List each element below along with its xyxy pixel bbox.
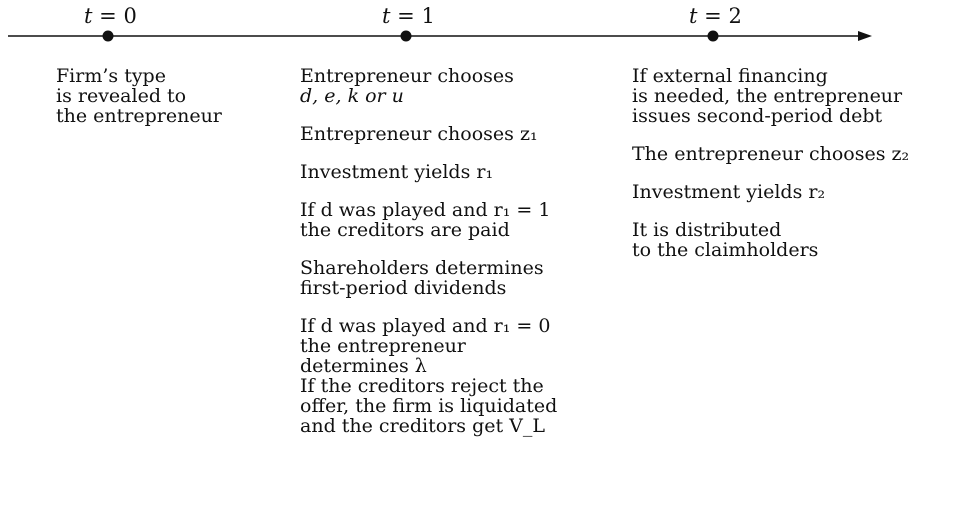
text-line: If d was played and r₁ = 0: [300, 315, 551, 337]
event-yield-r1: Investment yields r₁: [300, 162, 557, 182]
text-line: If external financing: [632, 65, 828, 87]
event-creditors-paid: If d was played and r₁ = 1 the creditors…: [300, 200, 557, 240]
event-choose-z2: The entrepreneur chooses z₂: [632, 144, 909, 164]
event-choose-action: Entrepreneur chooses d, e, k or u: [300, 66, 557, 106]
text-line: the entrepreneur: [56, 105, 222, 127]
column-t1-events: Entrepreneur chooses d, e, k or u Entrep…: [300, 66, 557, 436]
text-line: is revealed to: [56, 85, 187, 107]
text-line: Firm’s type: [56, 65, 166, 87]
text-line: determines λ: [300, 355, 427, 377]
text-line: If d was played and r₁ = 1: [300, 199, 551, 221]
timeline-dot-0: [102, 30, 114, 42]
event-distribution: It is distributed to the claimholders: [632, 220, 909, 260]
text-line: offer, the firm is liquidated: [300, 395, 558, 417]
text-line: Entrepreneur chooses z₁: [300, 123, 538, 145]
text-line: first-period dividends: [300, 277, 507, 299]
time-label-2: t = 2: [689, 4, 742, 28]
time-label-0: t = 0: [84, 4, 137, 28]
text-line: and the creditors get V_L: [300, 415, 545, 437]
time-label-1: t = 1: [382, 4, 435, 28]
event-type-revealed: Firm’s type is revealed to the entrepren…: [56, 66, 222, 126]
event-second-period-debt: If external financing is needed, the ent…: [632, 66, 909, 126]
column-t2-events: If external financing is needed, the ent…: [632, 66, 909, 260]
text-line: Investment yields r₂: [632, 181, 826, 203]
timeline-arrowhead: [858, 31, 872, 41]
text-line: Entrepreneur chooses: [300, 65, 514, 87]
column-t0-events: Firm’s type is revealed to the entrepren…: [56, 66, 222, 126]
text-line: issues second-period debt: [632, 105, 883, 127]
event-liquidation: If the creditors reject the offer, the f…: [300, 376, 557, 436]
text-line: is needed, the entrepreneur: [632, 85, 903, 107]
event-choose-z1: Entrepreneur chooses z₁: [300, 124, 557, 144]
timeline-dot-2: [707, 30, 719, 42]
event-dividends: Shareholders determines first-period div…: [300, 258, 557, 298]
text-line: Shareholders determines: [300, 257, 544, 279]
text-line: the entrepreneur: [300, 335, 466, 357]
text-line: to the claimholders: [632, 239, 819, 261]
text-line: It is distributed: [632, 219, 782, 241]
timeline-axis: [8, 30, 872, 42]
event-determine-lambda: If d was played and r₁ = 0 the entrepren…: [300, 316, 557, 376]
timeline-dot-1: [400, 30, 412, 42]
text-line: Investment yields r₁: [300, 161, 494, 183]
text-line: The entrepreneur chooses z₂: [632, 143, 910, 165]
text-line: If the creditors reject the: [300, 375, 544, 397]
text-line: the creditors are paid: [300, 219, 510, 241]
event-yield-r2: Investment yields r₂: [632, 182, 909, 202]
text-line: d, e, k or u: [300, 85, 404, 107]
